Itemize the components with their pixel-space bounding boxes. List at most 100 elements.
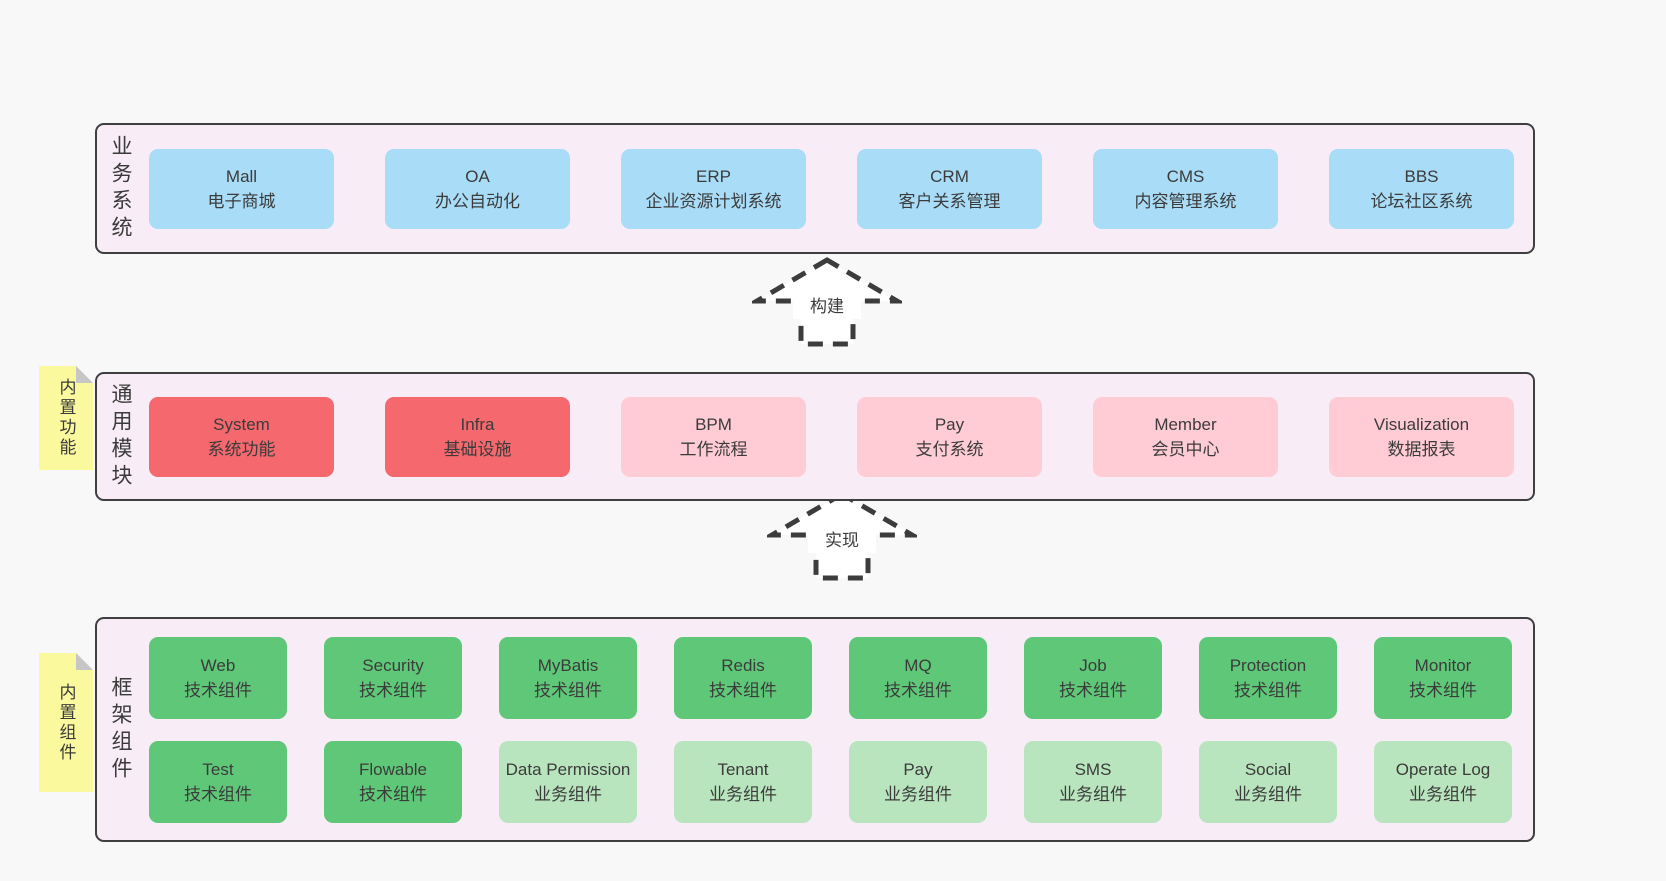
box-mall: Mall 电子商城	[149, 148, 334, 229]
box-title: BBS	[1404, 166, 1439, 186]
box-security: Security 技术组件	[324, 636, 462, 719]
box-subtitle: 业务组件	[1059, 784, 1127, 804]
box-row: Mall 电子商城 OA 办公自动化 ERP 企业资源计划系统 CRM 客户关系…	[149, 148, 1514, 229]
box-title: Pay	[903, 759, 933, 779]
box-job: Job 技术组件	[1024, 636, 1162, 719]
box-title: OA	[465, 166, 490, 186]
arrow-label: 实现	[825, 531, 859, 550]
box-flowable: Flowable 技术组件	[324, 740, 462, 823]
box-subtitle: 技术组件	[184, 784, 252, 804]
box-title: Flowable	[358, 759, 428, 779]
sticky-note-built-in-features: 内置功能	[39, 366, 93, 470]
sticky-note-text: 内置功能	[56, 378, 76, 458]
box-subtitle: 技术组件	[1409, 680, 1477, 700]
box-subtitle: 业务组件	[1409, 784, 1477, 804]
box-erp: ERP 企业资源计划系统	[621, 148, 806, 229]
box-crm: CRM 客户关系管理	[857, 148, 1042, 229]
box-title: Social	[1244, 759, 1292, 779]
box-title: SMS	[1074, 759, 1112, 779]
box-title: Operate Log	[1395, 759, 1491, 779]
box-row: Web 技术组件 Security 技术组件 MyBatis 技术组件 Redi…	[149, 636, 1512, 719]
box-grid: Web 技术组件 Security 技术组件 MyBatis 技术组件 Redi…	[143, 636, 1512, 823]
folded-corner-icon	[76, 653, 93, 670]
arrow-label-backdrop	[808, 527, 876, 553]
box-subtitle: 会员中心	[1151, 439, 1220, 459]
box-subtitle: 系统功能	[207, 439, 276, 459]
box-subtitle: 技术组件	[359, 784, 427, 804]
box-tenant: Tenant 业务组件	[674, 740, 812, 823]
folded-corner-icon	[76, 366, 93, 383]
box-subtitle: 技术组件	[709, 680, 777, 700]
box-mybatis: MyBatis 技术组件	[499, 636, 637, 719]
box-title: Pay	[934, 414, 965, 434]
box-subtitle: 客户关系管理	[898, 191, 1001, 211]
box-title: Infra	[460, 414, 495, 434]
box-system: System 系统功能	[149, 396, 334, 477]
box-bpm: BPM 工作流程	[621, 396, 806, 477]
box-infra: Infra 基础设施	[385, 396, 570, 477]
box-pay-component: Pay 业务组件	[849, 740, 987, 823]
box-title: BPM	[695, 414, 732, 434]
box-title: Data Permission	[505, 759, 631, 779]
box-subtitle: 技术组件	[884, 680, 952, 700]
box-visualization: Visualization 数据报表	[1329, 396, 1514, 477]
box-title: Job	[1079, 655, 1107, 675]
box-subtitle: 论坛社区系统	[1370, 191, 1473, 211]
box-title: Visualization	[1373, 414, 1470, 434]
box-test: Test 技术组件	[149, 740, 287, 823]
band-label: 框架组件	[109, 675, 132, 784]
box-subtitle: 内容管理系统	[1134, 191, 1237, 211]
box-operate-log: Operate Log 业务组件	[1374, 740, 1512, 823]
box-subtitle: 电子商城	[207, 191, 276, 211]
box-social: Social 业务组件	[1199, 740, 1337, 823]
box-subtitle: 技术组件	[359, 680, 427, 700]
box-title: Test	[202, 759, 234, 779]
box-subtitle: 支付系统	[915, 439, 984, 459]
box-title: Member	[1154, 414, 1217, 434]
box-subtitle: 工作流程	[679, 439, 748, 459]
box-row: System 系统功能 Infra 基础设施 BPM 工作流程 Pay 支付系统…	[149, 396, 1514, 477]
box-title: MyBatis	[537, 655, 599, 675]
box-title: ERP	[696, 166, 731, 186]
box-row: Test 技术组件 Flowable 技术组件 Data Permission …	[149, 740, 1512, 823]
box-subtitle: 企业资源计划系统	[645, 191, 782, 211]
box-mq: MQ 技术组件	[849, 636, 987, 719]
box-subtitle: 业务组件	[534, 784, 602, 804]
box-subtitle: 业务组件	[709, 784, 777, 804]
sticky-note-built-in-components: 内置组件	[39, 653, 93, 792]
box-subtitle: 技术组件	[1059, 680, 1127, 700]
dashed-up-arrow-build: 构建	[752, 257, 902, 347]
box-web: Web 技术组件	[149, 636, 287, 719]
box-protection: Protection 技术组件	[1199, 636, 1337, 719]
box-subtitle: 基础设施	[443, 439, 512, 459]
box-title: Monitor	[1414, 655, 1472, 675]
dashed-up-arrow-implement: 实现	[767, 491, 917, 581]
box-title: Mall	[225, 166, 258, 186]
box-title: Tenant	[717, 759, 769, 779]
box-title: System	[213, 414, 270, 434]
box-subtitle: 办公自动化	[435, 191, 520, 211]
box-redis: Redis 技术组件	[674, 636, 812, 719]
box-pay: Pay 支付系统	[857, 396, 1042, 477]
arrow-label-backdrop	[793, 293, 861, 319]
box-monitor: Monitor 技术组件	[1374, 636, 1512, 719]
band-label: 业务系统	[109, 134, 132, 243]
sticky-note-text: 内置组件	[56, 682, 76, 763]
box-subtitle: 业务组件	[1234, 784, 1302, 804]
box-subtitle: 数据报表	[1387, 439, 1456, 459]
box-data-permission: Data Permission 业务组件	[499, 740, 637, 823]
band-business-systems: 业务系统 Mall 电子商城 OA 办公自动化 ERP 企业资源计划系统 CRM…	[95, 123, 1535, 254]
box-subtitle: 业务组件	[884, 784, 952, 804]
box-title: MQ	[904, 655, 932, 675]
arrow-label: 构建	[810, 297, 844, 316]
band-common-modules: 通用模块 System 系统功能 Infra 基础设施 BPM 工作流程 Pay…	[95, 372, 1535, 501]
box-member: Member 会员中心	[1093, 396, 1278, 477]
box-title: CRM	[930, 166, 969, 186]
box-subtitle: 技术组件	[184, 680, 252, 700]
box-subtitle: 技术组件	[1234, 680, 1302, 700]
box-title: Security	[362, 655, 424, 675]
box-bbs: BBS 论坛社区系统	[1329, 148, 1514, 229]
box-title: Protection	[1229, 655, 1307, 675]
box-oa: OA 办公自动化	[385, 148, 570, 229]
